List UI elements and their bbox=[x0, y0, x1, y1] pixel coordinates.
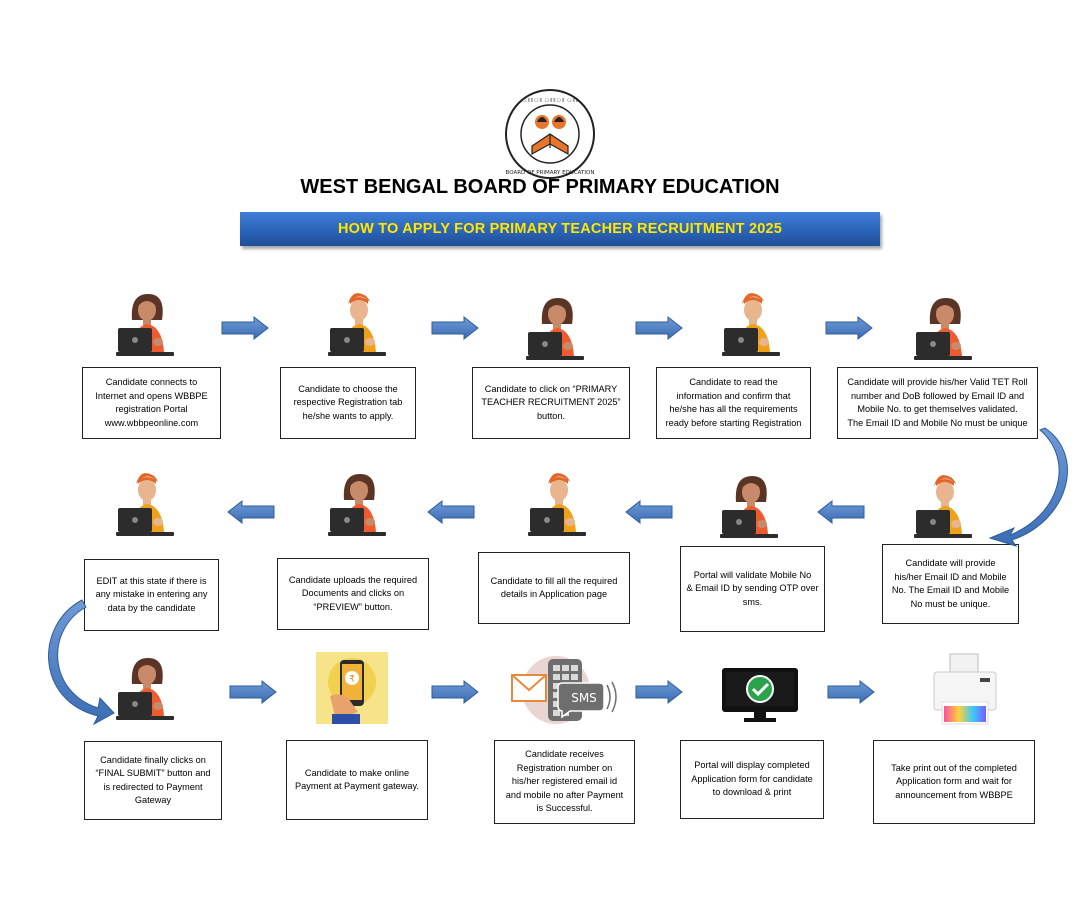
page-title: WEST BENGAL BOARD OF PRIMARY EDUCATION bbox=[300, 176, 780, 198]
step-box-2: Candidate to choose the respective Regis… bbox=[280, 367, 416, 439]
arrow-right bbox=[221, 315, 269, 341]
icon-10 bbox=[116, 473, 174, 536]
curve-arrow-left bbox=[48, 599, 115, 726]
sms-email-icon: SMS bbox=[511, 656, 617, 724]
arrow-right bbox=[635, 679, 683, 705]
arrow-left bbox=[427, 499, 475, 525]
icon-9 bbox=[328, 474, 386, 536]
step-box-13: Candidate receives Registration number o… bbox=[494, 740, 635, 824]
curve-arrow-right bbox=[988, 427, 1068, 547]
arrow-right bbox=[431, 315, 479, 341]
icon-5 bbox=[914, 298, 972, 360]
mobile-payment-icon: ₹ bbox=[316, 652, 388, 724]
step-box-8: Candidate to fill all the required detai… bbox=[478, 552, 630, 624]
icon-3 bbox=[526, 298, 584, 360]
step-box-3: Candidate to click on “PRIMARY TEACHER R… bbox=[472, 367, 630, 439]
arrow-right bbox=[825, 315, 873, 341]
step-box-5: Candidate will provide his/her Valid TET… bbox=[837, 367, 1038, 439]
sms-label: SMS bbox=[571, 691, 597, 705]
printer-icon bbox=[933, 653, 997, 725]
step-box-14: Portal will display completed Applicatio… bbox=[680, 740, 824, 819]
svg-text:ঃঃঃ ঃঃঃ ঃঃ: ঃঃঃ ঃঃঃ ঃঃ bbox=[521, 97, 578, 104]
arrow-right bbox=[431, 679, 479, 705]
arrow-left bbox=[625, 499, 673, 525]
step-box-1: Candidate connects to Internet and opens… bbox=[82, 367, 221, 439]
icon-7 bbox=[720, 476, 778, 538]
svg-text:BOARD OF PRIMARY EDUCATION: BOARD OF PRIMARY EDUCATION bbox=[506, 170, 595, 176]
step-box-11: Candidate finally clicks on “FINAL SUBMI… bbox=[84, 741, 222, 820]
wbbpe-logo: ঃঃঃ ঃঃঃ ঃঃ BOARD OF PRIMARY EDUCATION bbox=[505, 89, 595, 179]
svg-text:₹: ₹ bbox=[349, 675, 355, 685]
monitor-check-icon bbox=[722, 668, 798, 722]
step-box-12: Candidate to make online Payment at Paym… bbox=[286, 740, 428, 820]
banner: HOW TO APPLY FOR PRIMARY TEACHER RECRUIT… bbox=[240, 212, 880, 246]
icon-6 bbox=[914, 475, 972, 538]
step-box-4: Candidate to read the information and co… bbox=[656, 367, 811, 439]
step-box-15: Take print out of the completed Applicat… bbox=[873, 740, 1035, 824]
arrow-right bbox=[827, 679, 875, 705]
icon-8 bbox=[528, 473, 586, 536]
icon-4 bbox=[722, 293, 780, 356]
step-box-10: EDIT at this state if there is any mista… bbox=[84, 559, 219, 631]
step-box-6: Candidate will provide his/her Email ID … bbox=[882, 544, 1019, 624]
arrow-left bbox=[227, 499, 275, 525]
arrow-right bbox=[635, 315, 683, 341]
banner-title: HOW TO APPLY FOR PRIMARY TEACHER RECRUIT… bbox=[337, 221, 783, 237]
step-box-9: Candidate uploads the required Documents… bbox=[277, 558, 429, 630]
step-box-7: Portal will validate Mobile No & Email I… bbox=[680, 546, 825, 632]
icon-1 bbox=[116, 294, 174, 356]
arrow-right bbox=[229, 679, 277, 705]
icon-11 bbox=[116, 658, 174, 720]
arrow-left bbox=[817, 499, 865, 525]
icon-2 bbox=[328, 293, 386, 356]
